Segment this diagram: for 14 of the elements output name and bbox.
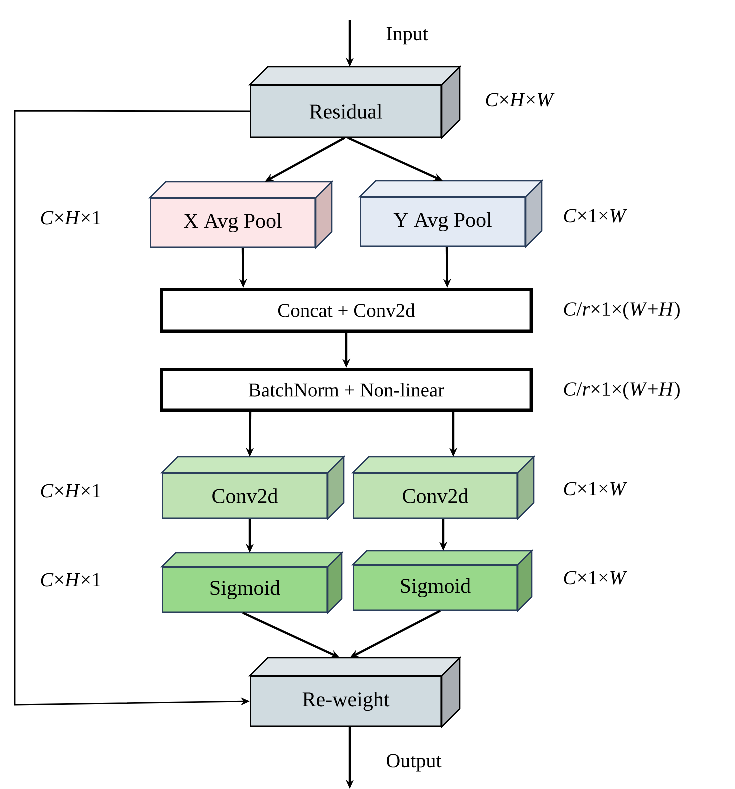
shape-label: C/r×1×(W+H) bbox=[564, 382, 680, 400]
shape-label: C×H×W bbox=[486, 93, 555, 107]
shape-label: C×H×1 bbox=[41, 573, 100, 587]
edge-label: Input bbox=[385, 26, 430, 46]
shape-label: C×1×W bbox=[564, 209, 628, 223]
layer-box: Concat + Conv2d bbox=[160, 288, 533, 333]
edge-label: Output bbox=[385, 753, 443, 773]
shape-label: C×H×1 bbox=[41, 484, 100, 498]
shape-label: C×H×1 bbox=[41, 211, 100, 225]
shape-label: C×1×W bbox=[564, 482, 628, 496]
shape-label: C/r×1×(W+H) bbox=[564, 302, 680, 320]
layer-box: BatchNorm + Non-linear bbox=[160, 368, 533, 412]
shape-label: C×1×W bbox=[564, 571, 628, 585]
skip-connection-arrow bbox=[14, 110, 250, 706]
